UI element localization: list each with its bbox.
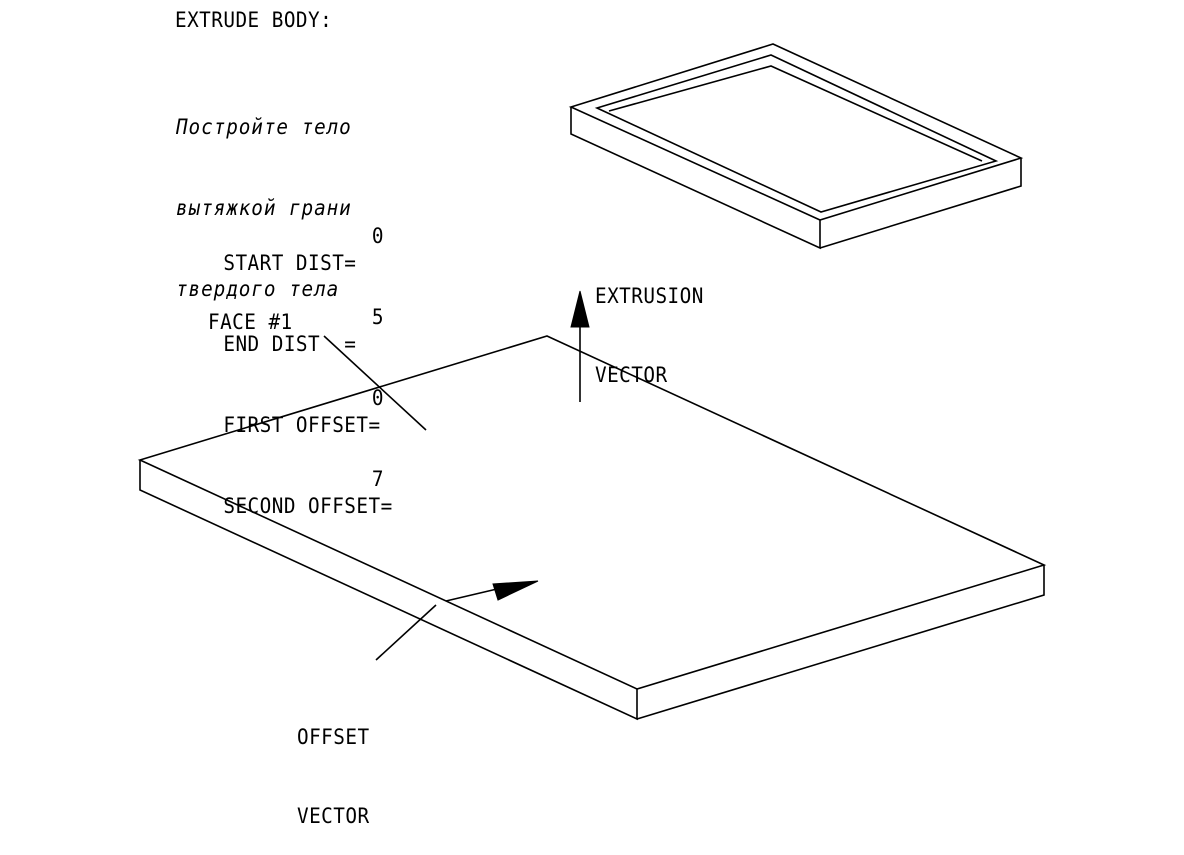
description-block: Постройте тело вытяжкой грани твердого т…: [176, 60, 352, 330]
param-label: END DIST =: [223, 332, 357, 356]
offset-vector-arrow: [445, 580, 539, 602]
base-slab-front-left: [139, 460, 638, 721]
param-value: 5: [371, 305, 384, 329]
frame-inner-opening: [594, 54, 999, 213]
extrusion-label-line-1: EXTRUSION: [595, 284, 704, 308]
parameter-list: START DIST= 0 END DIST = 5 FIRST OFFSET=…: [175, 169, 396, 520]
param-second-offset: SECOND OFFSET= 7: [175, 466, 396, 518]
frame-outer-top: [568, 43, 1024, 221]
frame-inner-rim: [608, 65, 983, 162]
offset-arrowhead: [492, 580, 539, 601]
command-title: EXTRUDE BODY:: [175, 8, 333, 32]
face-label: FACE #1: [208, 310, 293, 334]
extruded-frame: [568, 43, 1024, 250]
extrude-diagram: [137, 43, 1047, 721]
param-value: 0: [371, 386, 384, 410]
extrusion-label-line-2: VECTOR: [595, 363, 668, 387]
offset-label-line-1: OFFSET: [297, 725, 370, 749]
face-leader-line: [323, 335, 427, 431]
param-start-dist: START DIST= 0: [175, 223, 396, 275]
description-line-3: твердого тела: [176, 277, 340, 301]
base-slab-front-right: [636, 565, 1045, 720]
description-line-2: вытяжкой грани: [176, 196, 352, 220]
param-end-dist: END DIST = 5: [175, 304, 396, 356]
extrusion-vector-label: EXTRUSION VECTOR: [595, 229, 704, 414]
offset-leader-line: [375, 604, 437, 661]
frame-front-right: [819, 158, 1022, 249]
extrusion-vector-arrow: [570, 290, 590, 402]
param-label: SECOND OFFSET=: [223, 494, 393, 518]
param-first-offset: FIRST OFFSET= 0: [175, 385, 396, 437]
offset-vector-label: OFFSET VECTOR: [297, 670, 370, 855]
offset-label-line-2: VECTOR: [297, 804, 370, 828]
base-slab: [137, 335, 1047, 721]
param-label: FIRST OFFSET=: [223, 413, 381, 437]
frame-front-left: [570, 107, 821, 250]
param-value: 7: [371, 467, 384, 491]
description-line-1: Постройте тело: [176, 115, 352, 139]
param-label: START DIST=: [223, 251, 357, 275]
param-value: 0: [371, 224, 384, 248]
extrusion-arrowhead: [570, 290, 590, 328]
